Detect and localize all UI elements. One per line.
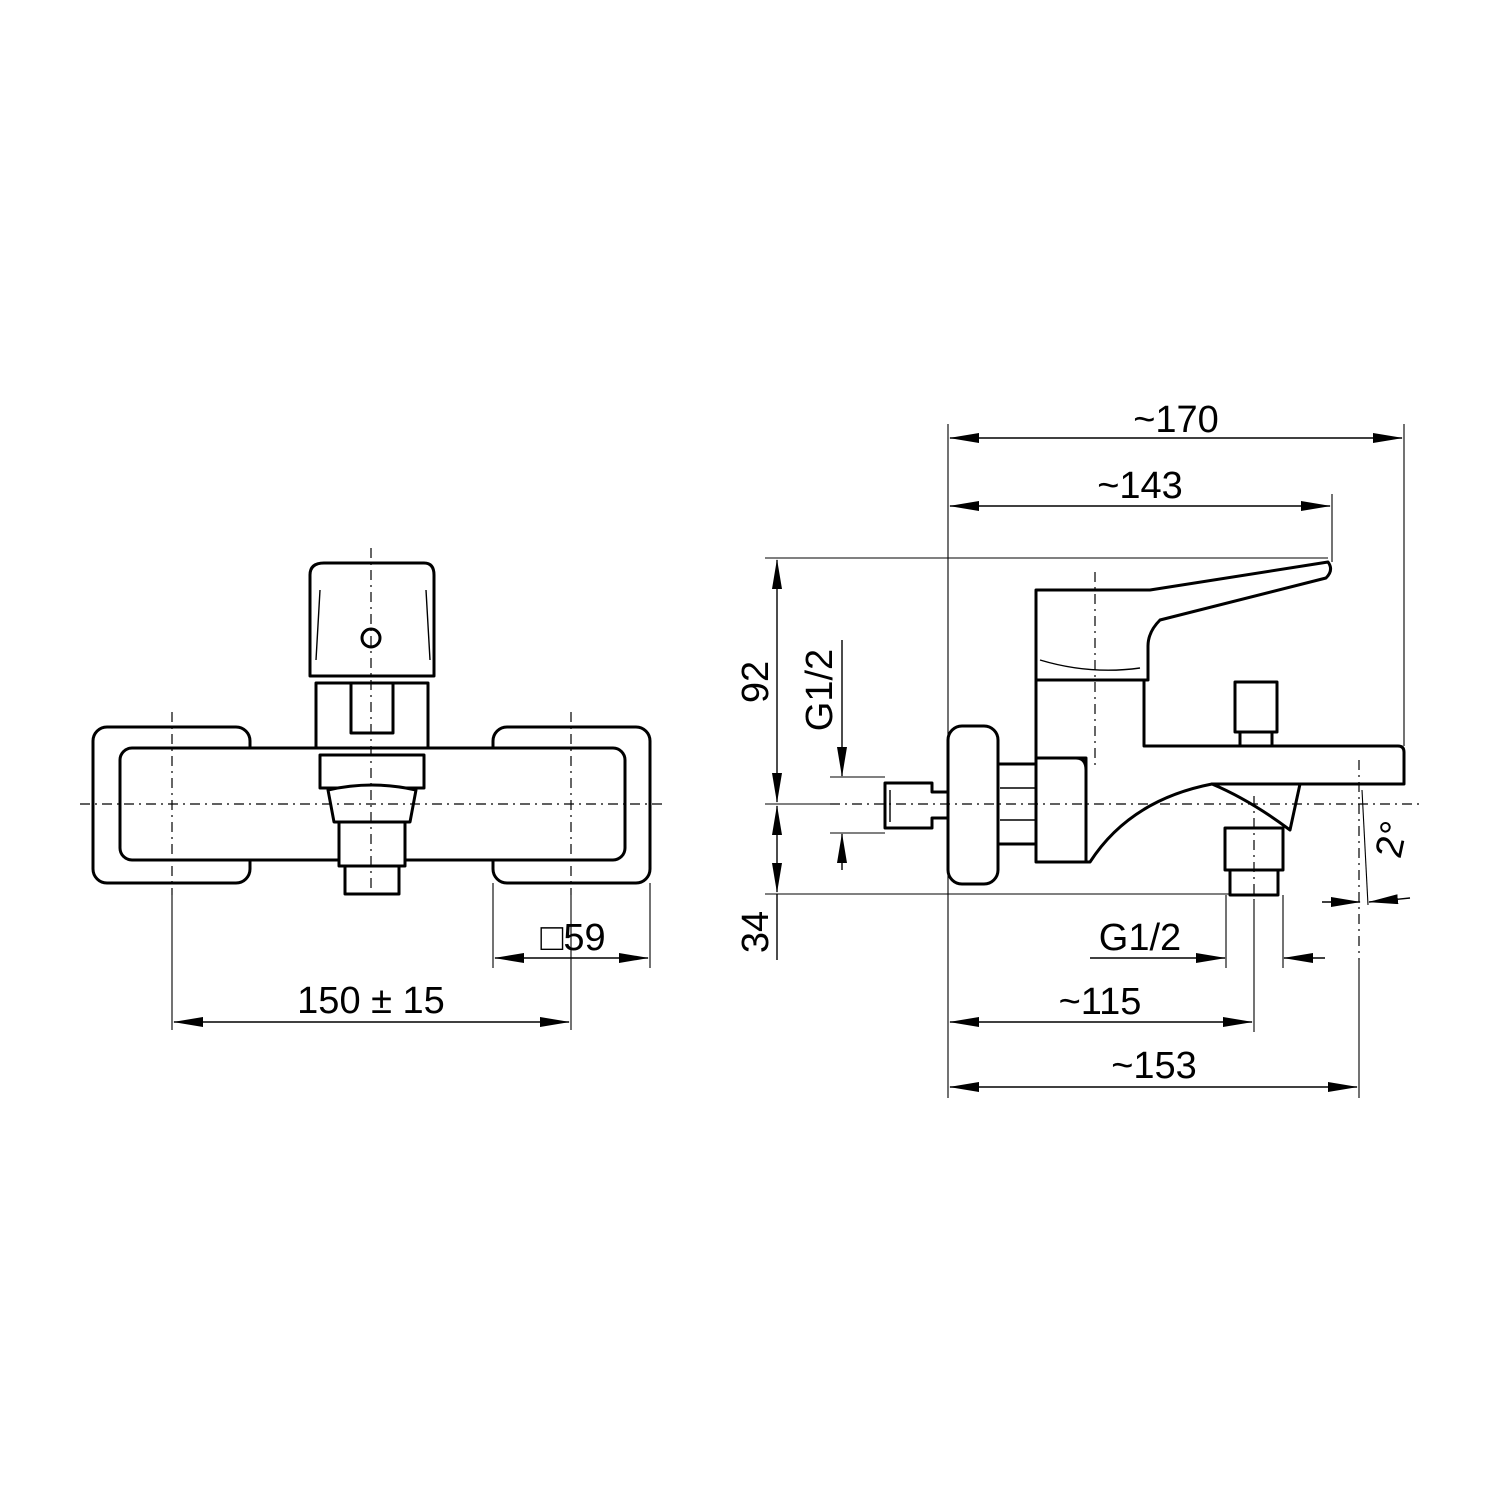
cartridge-stem [349,681,395,735]
lever-handle [308,561,436,678]
lever-handle-side [1034,560,1333,682]
ext-angle-line [1361,789,1369,906]
dim-outlet-thread-label: G1/2 [1099,917,1181,959]
side-view: ~170 ~143 92 34 G1/2 G1/2 ~115 ~153 2° [735,399,1420,1098]
inlet-pipe [883,781,950,830]
dim-spout-length-label: ~153 [1111,1045,1197,1087]
spout-body [1034,678,1406,864]
dim-height-upper-label: 92 [735,661,777,703]
dim-inlet-thread-label: G1/2 [799,649,841,731]
dim-height-lower-label: 34 [735,911,777,953]
diverter-stem [1238,730,1274,748]
dim-lever-length-label: ~143 [1097,465,1183,507]
lever-handle-bevel [315,589,431,661]
dim-square-label: □59 [540,917,605,959]
dim-spacing-label: 150 ± 15 [297,980,445,1022]
spout-nozzle [337,820,407,868]
diverter-knob [1233,680,1279,734]
cartridge-collar [318,753,426,790]
lever-handle-side-under [1039,659,1141,671]
spout-underside [1210,782,1302,832]
dim-angle-label: 2° [1368,817,1417,861]
front-view: □59 150 ± 15 [80,548,665,1030]
spout-nozzle-tip [343,864,401,896]
mixer-body-side [1034,756,1088,864]
dim-line-angle-right [1368,894,1411,905]
dim-outlet-distance-label: ~115 [1059,981,1142,1023]
wall-escutcheon-side [946,724,1000,886]
dim-total-length-label: ~170 [1133,399,1219,441]
